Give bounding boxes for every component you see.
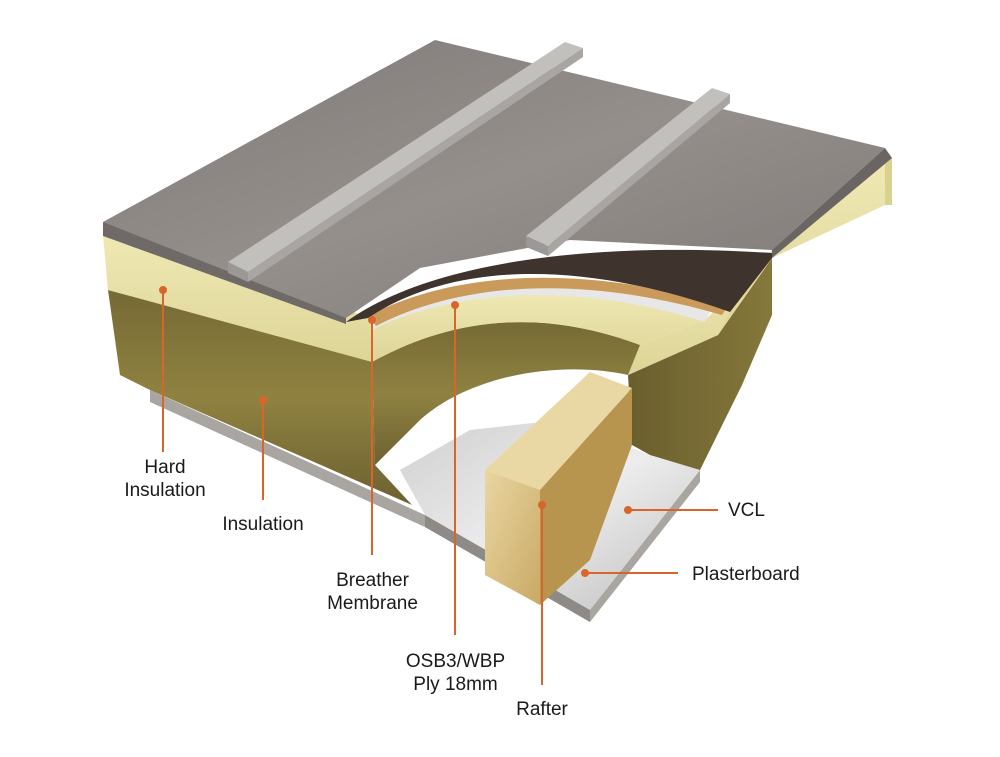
hard-insulation-curve [370,291,705,362]
rafter-front [485,470,540,605]
leader-lines [159,286,718,685]
wool-insulation-curve [372,322,640,465]
label-osb-ply: OSB3/WBP Ply 18mm [405,651,506,695]
ply-curve [368,277,728,326]
label-vcl: VCL [728,500,765,521]
hard-insulation-right [628,255,772,375]
membrane-curve [346,249,772,322]
label-hard-insulation: Hard Insulation [124,457,206,501]
right-corner-strip [885,158,892,205]
label-breather-membrane: Breather Membrane [327,570,418,614]
metal-roof-edge-right [772,148,892,258]
hard-insulation-right-top [718,162,885,335]
label-plasterboard: Plasterboard [692,564,800,585]
label-rafter: Rafter [516,699,568,720]
standing-seams [228,42,730,282]
rafter-side [540,388,632,605]
metal-roof-edge [103,222,346,324]
wool-insulation-right [628,258,772,470]
hard-insulation-front [103,235,372,362]
rafter-top [485,372,632,490]
label-insulation: Insulation [222,514,304,535]
